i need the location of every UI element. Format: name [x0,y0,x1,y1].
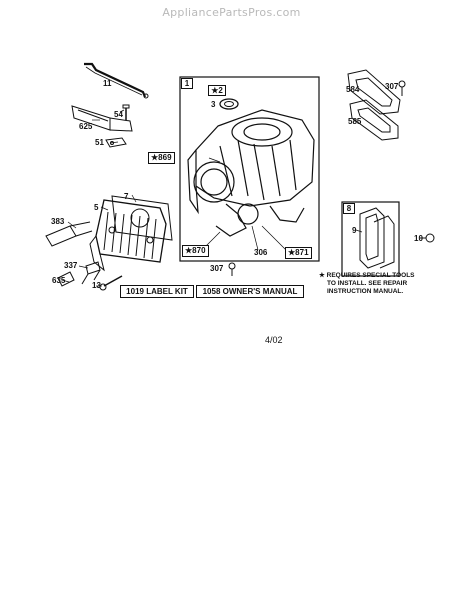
cylinder-frame-box [179,76,320,262]
part-label-54: 54 [114,110,123,119]
box-label-1: 1 [181,78,193,89]
dipstick-tube-drawing [84,62,149,99]
part-label-5: 5 [94,203,99,212]
breather-frame-box [341,201,400,277]
owners-manual-box: 1058 OWNER'S MANUAL [196,285,304,298]
screw-54-drawing [122,104,130,120]
dipstick-625-drawing [71,105,133,132]
part-584-drawing [347,69,406,115]
part-label-51: 51 [95,138,104,147]
part-585-drawing [349,99,399,141]
part-label-3: 3 [211,100,216,109]
box-label-2: ★2 [208,85,226,96]
cylinder-head-drawing [89,199,167,272]
starred-part-870: ★870 [182,245,209,257]
part-label-10: 10 [414,234,423,243]
part-label-13: 13 [92,281,101,290]
part-label-584: 584 [346,85,360,94]
leader-lines [61,109,363,287]
cylinder-block-drawing [187,109,315,237]
part-label-585: 585 [348,117,362,126]
spark-plug-drawing [81,261,101,285]
revision-date: 4/02 [265,335,283,345]
part-10-drawing [420,233,435,243]
starred-part-869: ★869 [148,152,175,164]
special-tools-note-line-3: INSTRUCTION MANUAL. [327,288,404,295]
part-label-307-lower: 307 [210,264,224,273]
part-label-306: 306 [254,248,268,257]
part-label-307-upper: 307 [385,82,399,91]
part-label-11: 11 [103,79,112,88]
part-label-7: 7 [124,192,129,201]
part-label-383: 383 [51,217,65,226]
part-383-drawing [45,221,93,247]
box-label-8: 8 [343,203,355,214]
part-label-337: 337 [64,261,78,270]
bolt-13-drawing [99,275,123,291]
part-label-9: 9 [352,226,357,235]
starred-part-871: ★871 [285,247,312,259]
part-label-625: 625 [79,122,93,131]
special-tools-note-line-2: TO INSTALL. SEE REPAIR [327,280,408,287]
bolt-307-drawing [228,262,236,276]
special-tools-note-line-1: ★ REQUIRES SPECIAL TOOLS [319,272,415,279]
watermark: AppliancePartsPros.com [162,6,301,19]
breather-drawing [359,207,395,269]
oil-seal-drawing [219,98,239,110]
head-gasket-drawing [111,195,173,241]
part-label-635: 635 [52,276,66,285]
label-kit-box: 1019 LABEL KIT [120,285,194,298]
part-635-drawing [57,271,75,287]
